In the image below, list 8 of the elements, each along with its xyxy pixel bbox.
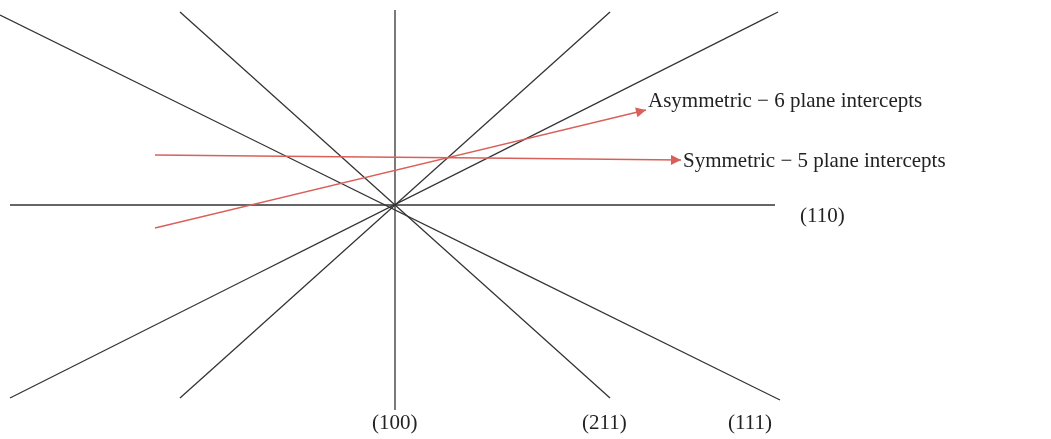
plane-label: (110) bbox=[800, 203, 845, 227]
annotation-text: Asymmetric − 6 plane intercepts bbox=[648, 88, 923, 112]
annotation-text: Symmetric − 5 plane intercepts bbox=[683, 148, 946, 172]
plane-label: (211) bbox=[582, 410, 627, 434]
arrow bbox=[154, 107, 647, 229]
plane-label: (111) bbox=[728, 410, 772, 434]
arrow bbox=[154, 154, 682, 165]
plane-label: (100) bbox=[372, 410, 418, 434]
